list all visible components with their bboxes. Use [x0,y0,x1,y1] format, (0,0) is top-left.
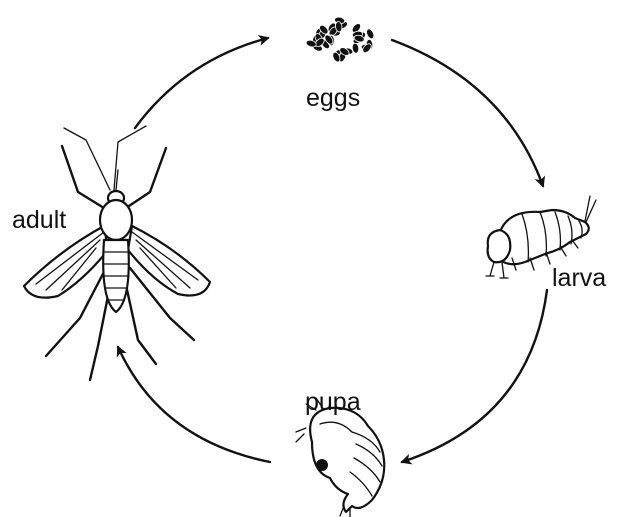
arrow-pupa-to-adult [118,347,270,462]
arrow-eggs-to-larva [392,40,543,186]
adult-mosquito-illustration [24,126,210,380]
arrow-larva-to-pupa [402,290,547,462]
arrow-adult-to-eggs [135,38,268,128]
larva-label: larva [552,264,606,292]
pupa-label: pupa [305,388,361,416]
egg [365,28,375,40]
adult-label: adult [12,206,66,234]
eggs-illustration [305,16,375,63]
eggs-label: eggs [306,84,360,112]
